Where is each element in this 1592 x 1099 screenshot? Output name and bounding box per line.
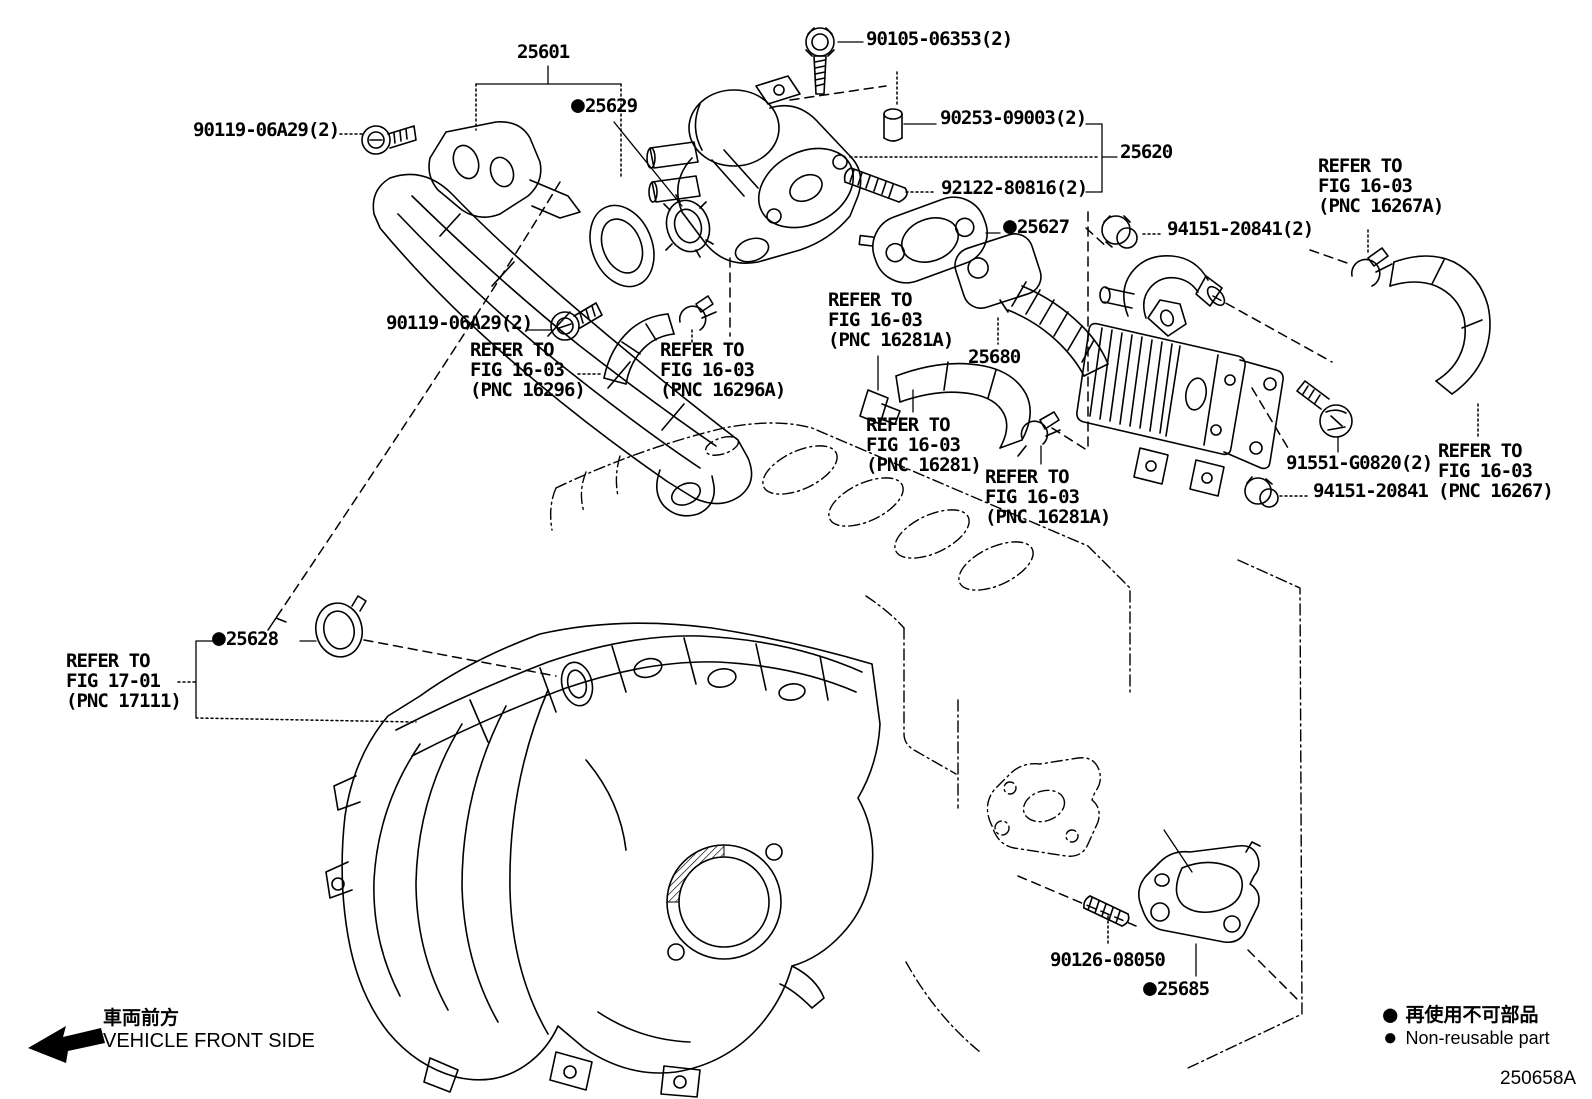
legend-non-reusable-en: ● Non-reusable part bbox=[1383, 1024, 1550, 1051]
label-25628: ●25628 bbox=[212, 625, 279, 651]
ref-fig16-03-16267a: REFER TO FIG 16-03 (PNC 16267A) bbox=[1318, 155, 1444, 217]
gasket-25629-ring bbox=[663, 194, 714, 258]
non-reusable-dot: ● bbox=[1383, 999, 1398, 1028]
gasket-25628-ring bbox=[315, 595, 367, 658]
hose-clamp-16281a bbox=[1017, 411, 1061, 457]
vehicle-front-label-en: VEHICLE FRONT SIDE bbox=[103, 1030, 315, 1052]
hose-16267 bbox=[1389, 255, 1491, 395]
hose-clamp-16267a bbox=[1350, 247, 1393, 287]
part-25601-intake-air-connector bbox=[372, 121, 753, 517]
ref-fig16-03-16281a-lower: REFER TO FIG 16-03 (PNC 16281A) bbox=[985, 466, 1111, 528]
label-90119-06a29-b: 90119-06A29(2) bbox=[386, 312, 533, 334]
bolt-90105 bbox=[805, 27, 835, 95]
label-91551-g0820: 91551-G0820(2) bbox=[1286, 452, 1433, 474]
hose-16296 bbox=[603, 313, 675, 385]
label-94151-20841-pair: 94151-20841(2) bbox=[1167, 218, 1314, 240]
label-25685: ●25685 bbox=[1143, 975, 1210, 1001]
ref-fig16-03-16296: REFER TO FIG 16-03 (PNC 16296) bbox=[470, 339, 586, 401]
label-94151-20841: 94151-20841 bbox=[1313, 480, 1429, 502]
dotted-leaders bbox=[177, 71, 1479, 947]
label-90119-06a29-a: 90119-06A29(2) bbox=[193, 119, 340, 141]
engine-phantom bbox=[549, 422, 1303, 1069]
egr-valve-25620 bbox=[646, 75, 862, 264]
dashed-assembly-lines bbox=[275, 85, 1351, 1001]
egr-cooler bbox=[1076, 255, 1284, 497]
egr-pipe-25680 bbox=[954, 233, 1109, 377]
non-reusable-dot: ● bbox=[212, 625, 226, 651]
hose-clamp-16296a bbox=[678, 295, 717, 331]
intake-manifold bbox=[325, 622, 881, 1098]
label-25680: 25680 bbox=[968, 346, 1021, 368]
legend-non-reusable-jp: ● 再使用不可部品 bbox=[1383, 999, 1539, 1028]
stud-90126 bbox=[1083, 895, 1130, 927]
non-reusable-dot: ● bbox=[1383, 1024, 1398, 1051]
non-reusable-dot: ● bbox=[1143, 975, 1157, 1001]
gasket-25627 bbox=[858, 196, 988, 284]
stud-92122 bbox=[843, 167, 908, 203]
arrowhead-25628 bbox=[267, 617, 287, 631]
label-90126-08050: 90126-08050 bbox=[1050, 949, 1166, 971]
leader-lines bbox=[195, 41, 1339, 977]
bolt-90119-b bbox=[550, 302, 603, 341]
figure-code: 250658A bbox=[1500, 1068, 1577, 1089]
label-25620: 25620 bbox=[1120, 141, 1173, 163]
fitting-16281a bbox=[859, 389, 901, 425]
ref-fig16-03-16267: REFER TO FIG 16-03 (PNC 16267) bbox=[1438, 440, 1554, 502]
non-reusable-dot: ● bbox=[1003, 213, 1017, 239]
bolt-90119-a bbox=[361, 125, 417, 155]
non-reusable-dot: ● bbox=[571, 92, 585, 118]
hose-16281 bbox=[895, 361, 1031, 449]
label-90105-06353: 90105-06353(2) bbox=[866, 28, 1013, 50]
ref-fig16-03-16281a-upper: REFER TO FIG 16-03 (PNC 16281A) bbox=[828, 289, 954, 351]
nut-94151-single bbox=[1244, 476, 1279, 508]
ref-fig16-03-16296a: REFER TO FIG 16-03 (PNC 16296A) bbox=[660, 339, 786, 401]
label-25629: ●25629 bbox=[571, 92, 638, 118]
gasket-25685 bbox=[1138, 841, 1261, 944]
label-25601: 25601 bbox=[517, 41, 570, 63]
vehicle-front-arrow bbox=[28, 1026, 105, 1063]
vehicle-front-label-jp: 車両前方 bbox=[103, 1007, 180, 1029]
label-92122-80816: 92122-80816(2) bbox=[941, 177, 1088, 199]
ref-fig16-03-16281: REFER TO FIG 16-03 (PNC 16281) bbox=[866, 414, 982, 476]
nut-94151-pair bbox=[1101, 215, 1138, 249]
bolt-91551 bbox=[1296, 380, 1353, 438]
ref-fig17-01-17111: REFER TO FIG 17-01 (PNC 17111) bbox=[66, 650, 182, 712]
pin-90253 bbox=[883, 108, 903, 142]
label-25627: ●25627 bbox=[1003, 213, 1070, 239]
label-90253-09003: 90253-09003(2) bbox=[940, 107, 1087, 129]
